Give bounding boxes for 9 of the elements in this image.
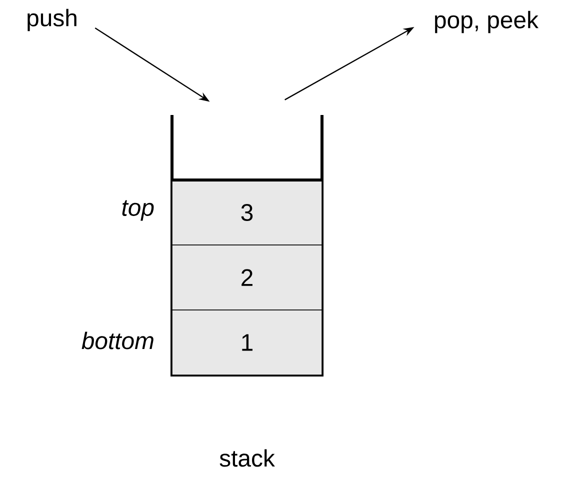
side-label: top xyxy=(122,200,154,221)
text-label: push xyxy=(28,8,76,32)
text-label: pop, peek xyxy=(435,10,538,34)
stack-cell: 2 xyxy=(172,244,322,310)
side-label: bottom xyxy=(82,332,154,350)
stack-cell: 1 xyxy=(172,310,322,376)
stack-cell: 3 xyxy=(172,180,322,246)
stack-container xyxy=(170,115,324,376)
node-label: stack xyxy=(220,449,275,467)
